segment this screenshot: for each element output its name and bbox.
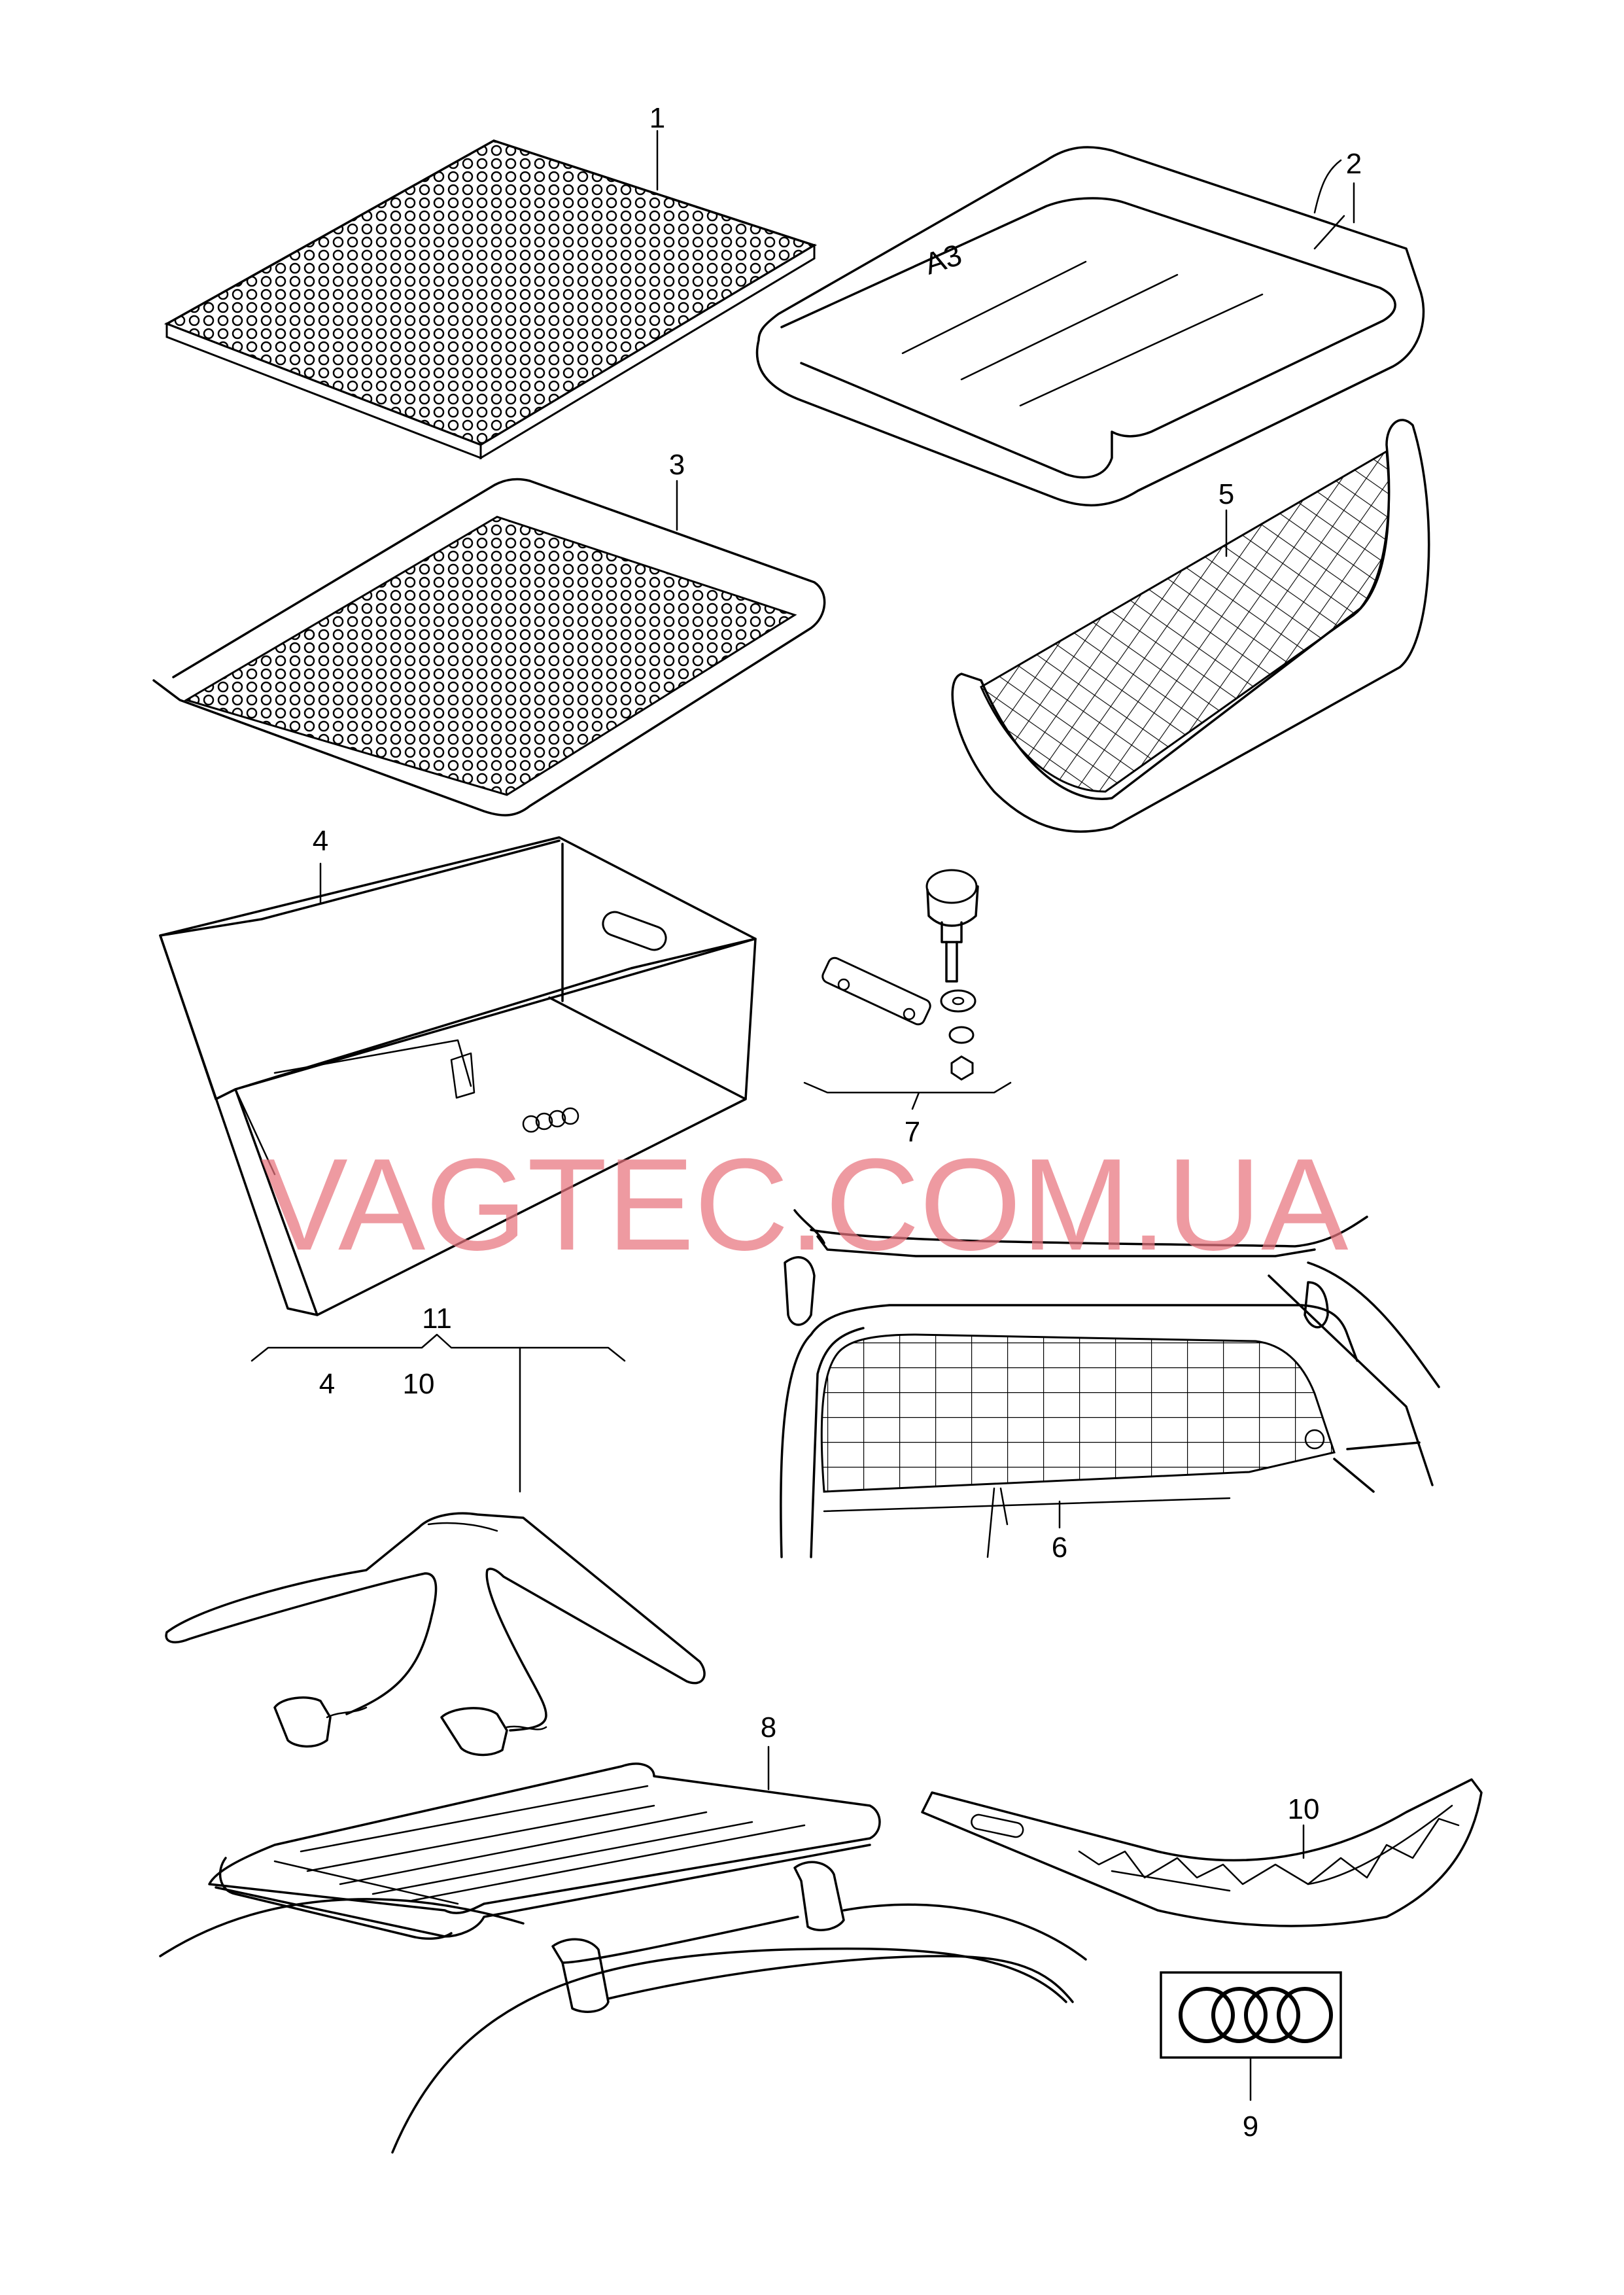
callout-2: 2 xyxy=(1346,148,1362,180)
part-6-partition-net: 6 xyxy=(780,1209,1440,1564)
callout-3: 3 xyxy=(669,449,685,481)
part-3-boot-mat: 3 xyxy=(152,449,826,816)
four-rings-logo xyxy=(1179,1987,1333,2043)
callout-11-item-10: 10 xyxy=(403,1368,435,1400)
callout-11-item-4: 4 xyxy=(319,1368,335,1400)
part-4-storage-box: 4 xyxy=(159,825,757,1316)
part-2-boot-tray: 2 A3 xyxy=(755,146,1425,507)
part-7-fixing-kit: 7 xyxy=(803,869,1012,1148)
callout-8: 8 xyxy=(761,1711,776,1743)
part-9-emblem: 9 xyxy=(1160,1971,1342,2143)
part-5-luggage-net: 5 xyxy=(951,419,1430,833)
callout-9: 9 xyxy=(1243,2111,1258,2143)
part-10-bumper-protector: 10 xyxy=(921,1778,1483,1927)
four-rings-logo-small xyxy=(522,1107,579,1133)
part-11-coat-hanger: 11 4 10 xyxy=(165,1303,706,1757)
callout-11: 11 xyxy=(422,1303,452,1335)
callout-6: 6 xyxy=(1052,1532,1067,1564)
tray-marking: A3 xyxy=(920,237,966,281)
callout-4: 4 xyxy=(313,825,328,857)
callout-7: 7 xyxy=(905,1116,920,1148)
part-8-roof-rack: 8 xyxy=(159,1711,1087,2154)
watermark-text: VAGTEC.COM.UA xyxy=(260,1132,1349,1278)
callout-5: 5 xyxy=(1218,478,1234,510)
callout-1: 1 xyxy=(649,102,665,134)
callout-10: 10 xyxy=(1288,1793,1320,1825)
part-1-floor-mat: 1 xyxy=(164,102,818,460)
